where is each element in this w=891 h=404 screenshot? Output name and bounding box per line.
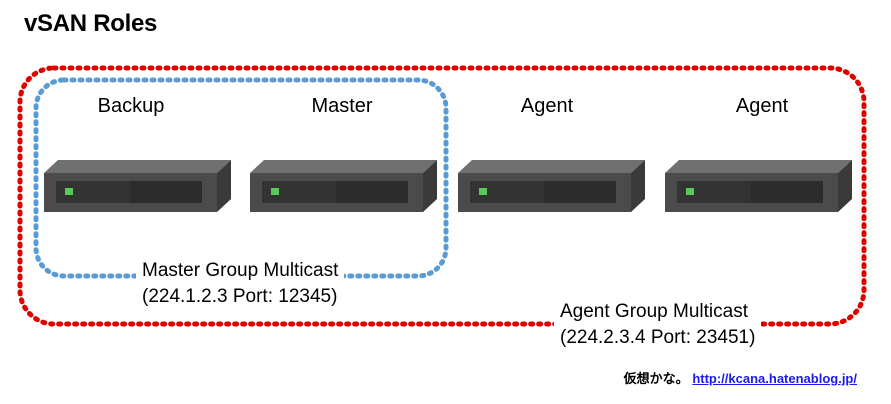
node-label-master: Master xyxy=(311,95,373,117)
footer-link[interactable]: http://kcana.hatenablog.jp/ xyxy=(692,371,857,386)
agent-group-boundary xyxy=(17,65,867,327)
agent-group-name: Agent Group Multicast xyxy=(560,301,748,322)
status-led-icon xyxy=(479,188,487,195)
node-label-agent-1: Agent xyxy=(520,95,574,117)
footer-site-name: 仮想かな。 xyxy=(623,371,689,386)
node-label-backup: Backup xyxy=(97,95,165,117)
master-group-address: (224.1.2.3 Port: 12345) xyxy=(142,286,338,307)
node-label-agent-2: Agent xyxy=(735,95,789,117)
master-group-name: Master Group Multicast xyxy=(142,260,339,281)
master-group-label: Master Group Multicast (224.1.2.3 Port: … xyxy=(136,258,345,310)
page-title: vSAN Roles xyxy=(24,10,158,37)
status-led-icon xyxy=(686,188,694,195)
server-icon-backup xyxy=(44,160,231,212)
server-icon-agent-2 xyxy=(665,160,852,212)
footer-credit: 仮想かな。 http://kcana.hatenablog.jp/ xyxy=(624,368,857,387)
server-icon-agent-1 xyxy=(458,160,645,212)
status-led-icon xyxy=(271,188,279,195)
agent-group-label: Agent Group Multicast (224.2.3.4 Port: 2… xyxy=(554,299,762,351)
status-led-icon xyxy=(65,188,73,195)
agent-group-address: (224.2.3.4 Port: 23451) xyxy=(560,327,756,348)
server-icon-master xyxy=(250,160,437,212)
